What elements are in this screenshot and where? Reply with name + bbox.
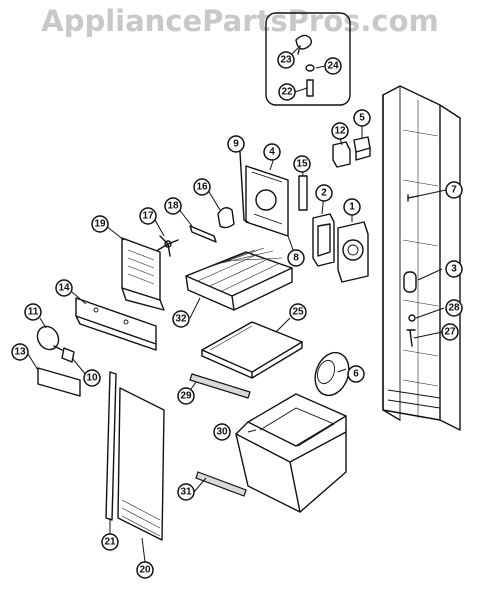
callout-30: 30 [213,423,231,441]
part-20-panel [117,387,165,541]
svg-text:15: 15 [296,159,308,170]
part-32-shelf [185,247,293,311]
callout-23: 23 [277,51,295,69]
svg-text:7: 7 [451,185,457,196]
svg-text:22: 22 [281,87,293,98]
svg-text:13: 13 [14,347,26,358]
screws [406,194,419,347]
callout-2: 2 [315,184,333,202]
cabinet-liner [382,85,461,431]
callout-9: 9 [227,135,245,153]
callout-16: 16 [193,178,211,196]
svg-text:2: 2 [321,188,327,199]
part-16-damper [217,207,235,229]
callout-29: 29 [177,387,195,405]
part-14-rail [75,297,157,351]
callout-19: 19 [91,215,109,233]
svg-text:1: 1 [349,202,355,213]
callout-14: 14 [55,279,73,297]
callout-31: 31 [177,483,195,501]
svg-text:5: 5 [359,113,365,124]
part-29-trim [189,373,251,399]
callout-28: 28 [445,299,463,317]
part-17-fan [157,235,179,257]
callout-6: 6 [347,365,365,383]
part-19-panel [121,237,165,311]
svg-text:31: 31 [180,487,192,498]
part-30-pan [235,393,347,513]
svg-text:21: 21 [104,537,116,548]
svg-text:10: 10 [86,373,98,384]
svg-text:29: 29 [180,391,192,402]
svg-text:30: 30 [216,427,228,438]
callout-13: 13 [11,343,29,361]
svg-text:9: 9 [233,139,239,150]
part-11-bulb [36,325,63,351]
part-1-cover [337,221,369,283]
svg-text:23: 23 [280,55,292,66]
svg-text:19: 19 [94,219,106,230]
callout-25: 25 [289,303,307,321]
svg-text:14: 14 [58,283,70,294]
part-4-plate [245,165,289,237]
svg-text:3: 3 [451,264,457,275]
svg-text:24: 24 [327,61,339,72]
part-25-glass-shelf [201,321,303,379]
inset-box [265,12,351,106]
callout-1: 1 [343,198,361,216]
callout-11: 11 [24,303,42,321]
callout-15: 15 [293,155,311,173]
callout-20: 20 [136,561,154,579]
svg-text:4: 4 [269,147,275,158]
callout-7: 7 [445,181,463,199]
callout-22: 22 [278,83,296,101]
part-10-socket [61,347,75,363]
svg-text:28: 28 [448,303,460,314]
part-6-cover [314,351,350,397]
svg-text:27: 27 [444,327,456,338]
part-18-bracket [189,225,217,243]
small-covers [332,136,371,168]
callout-27: 27 [441,323,459,341]
svg-text:12: 12 [334,126,346,137]
callout-3: 3 [445,260,463,278]
svg-text:11: 11 [28,307,39,318]
part-9-rod [239,151,249,223]
callout-17: 17 [139,207,157,225]
callout-8: 8 [287,249,305,267]
callout-5: 5 [353,109,371,127]
part-21-strip [105,371,117,521]
callout-10: 10 [83,369,101,387]
svg-text:16: 16 [196,182,208,193]
part-31-strip [195,471,247,497]
svg-text:18: 18 [167,201,179,212]
svg-text:32: 32 [175,314,187,325]
part-15-plate [298,175,308,211]
part-13-shield [37,367,81,397]
svg-text:25: 25 [292,307,304,318]
svg-text:6: 6 [353,369,359,380]
callout-4: 4 [263,143,281,161]
callout-32: 32 [172,310,190,328]
callout-21: 21 [101,533,119,551]
callout-18: 18 [164,197,182,215]
svg-text:17: 17 [142,211,154,222]
callout-12: 12 [331,122,349,140]
svg-text:20: 20 [139,565,151,576]
part-2-bracket [312,213,335,267]
callout-24: 24 [324,57,342,75]
svg-text:8: 8 [293,253,299,264]
